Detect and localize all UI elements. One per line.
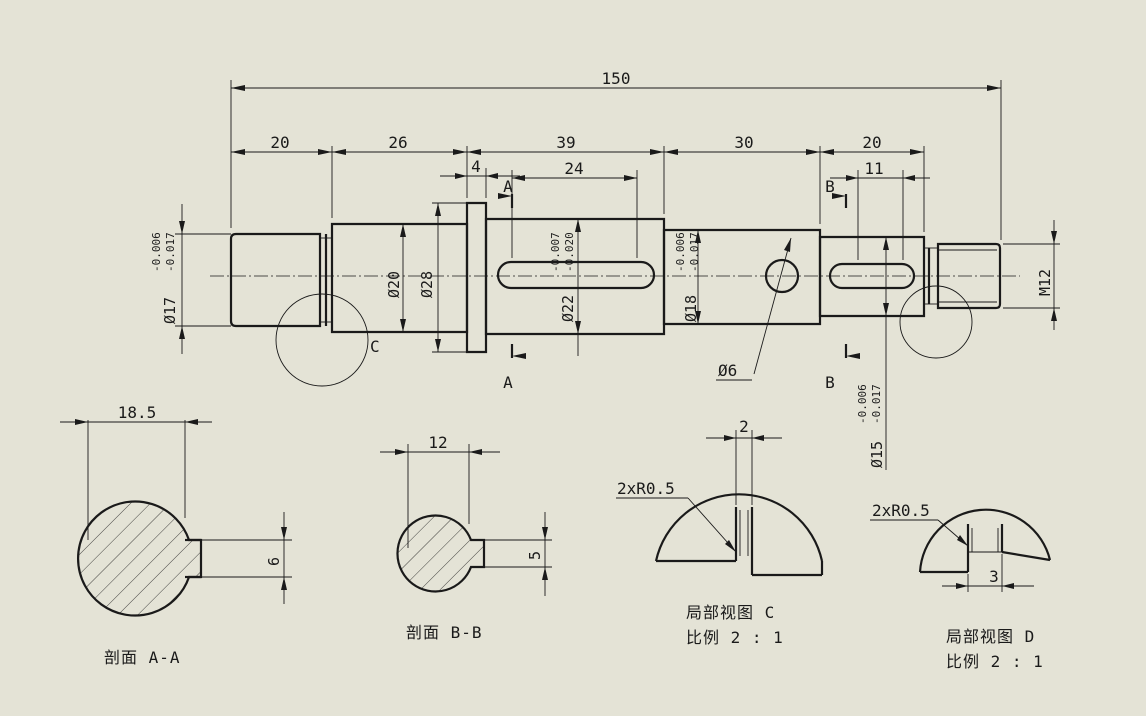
shaft-segment-phi15 — [818, 235, 926, 318]
detail-d-dim-bottom: 3 — [989, 567, 999, 586]
tol-17-upper: -0.006 — [150, 232, 163, 272]
shaft-segment-phi17 — [229, 232, 322, 328]
dim-20-left: 20 — [270, 133, 289, 152]
section-mark-a-top: A — [503, 177, 513, 196]
detail-c-radius-note: 2xR0.5 — [617, 479, 675, 498]
detail-d-caption: 局部视图 D — [946, 627, 1035, 646]
section-bb-dim-width: 12 — [428, 433, 447, 452]
dim-24: 24 — [564, 159, 583, 178]
dim-30: 30 — [734, 133, 753, 152]
keyway-a — [496, 260, 656, 290]
section-aa: 18.5 6 剖面 A-A — [60, 403, 292, 667]
section-bb-dim-key: 5 — [526, 551, 544, 560]
detail-c-dim-top: 2 — [739, 417, 749, 436]
section-aa-dim-key: 6 — [265, 557, 283, 566]
keyway-b — [828, 262, 916, 290]
section-bb-caption: 剖面 B-B — [406, 623, 483, 642]
dia-18: Ø18 — [682, 295, 700, 322]
shaft-main-view: C — [210, 201, 1020, 387]
dia-17: Ø17 — [161, 297, 179, 324]
tol-22-upper: -0.007 — [549, 232, 562, 272]
detail-circle-d — [899, 285, 973, 359]
detail-c: 2 2xR0.5 局部视图 C 比例 2 : 1 — [616, 417, 824, 647]
main-dimensions: 150 20 26 39 30 20 4 24 11 A A — [230, 69, 1002, 392]
section-mark-b-bottom: B — [825, 373, 835, 392]
dim-11: 11 — [864, 159, 883, 178]
dim-26: 26 — [388, 133, 407, 152]
section-bb-hatched — [396, 514, 486, 593]
diameter-dimensions: Ø17 -0.006 -0.017 Ø20 Ø28 Ø22 -0.007 -0.… — [150, 202, 1060, 470]
shaft-thread-m12 — [936, 242, 1002, 310]
dim-20-right: 20 — [862, 133, 881, 152]
detail-circle-c — [275, 293, 369, 387]
tol-18-lower: -0.017 — [688, 232, 701, 272]
dia-28: Ø28 — [418, 271, 436, 298]
label-c: C — [370, 337, 380, 356]
dia-15: Ø15 — [868, 441, 886, 468]
detail-d: 3 2xR0.5 局部视图 D 比例 2 : 1 — [870, 501, 1052, 671]
dia-20: Ø20 — [385, 271, 403, 298]
dim-39: 39 — [556, 133, 575, 152]
shaft-segment-phi22 — [484, 217, 666, 336]
tol-22-lower: -0.020 — [563, 232, 576, 272]
dim-150: 150 — [602, 69, 631, 88]
detail-d-scale: 比例 2 : 1 — [946, 652, 1044, 671]
shaft-collar-phi28 — [465, 201, 488, 354]
dim-4: 4 — [471, 157, 481, 176]
detail-c-arc — [654, 493, 824, 562]
thread-m12: M12 — [1036, 269, 1054, 296]
detail-d-arc — [918, 508, 1052, 573]
section-bb: 12 5 剖面 B-B — [380, 433, 552, 642]
section-mark-b-top: B — [825, 177, 835, 196]
hole-6: Ø6 — [718, 361, 737, 380]
tol-15-lower: -0.017 — [870, 384, 883, 424]
detail-c-caption: 局部视图 C — [686, 603, 775, 622]
section-mark-a-bottom: A — [503, 373, 513, 392]
tol-15-upper: -0.006 — [856, 384, 869, 424]
tol-17-lower: -0.017 — [164, 232, 177, 272]
dia-22: Ø22 — [559, 295, 577, 322]
section-aa-hatched — [77, 500, 203, 617]
shaft-segment-phi18 — [662, 228, 822, 326]
cross-hole-phi6 — [764, 258, 800, 294]
detail-d-radius-note: 2xR0.5 — [872, 501, 930, 520]
section-aa-dim-width: 18.5 — [118, 403, 157, 422]
section-aa-caption: 剖面 A-A — [104, 648, 181, 667]
tol-18-upper: -0.006 — [674, 232, 687, 272]
detail-c-scale: 比例 2 : 1 — [686, 628, 784, 647]
